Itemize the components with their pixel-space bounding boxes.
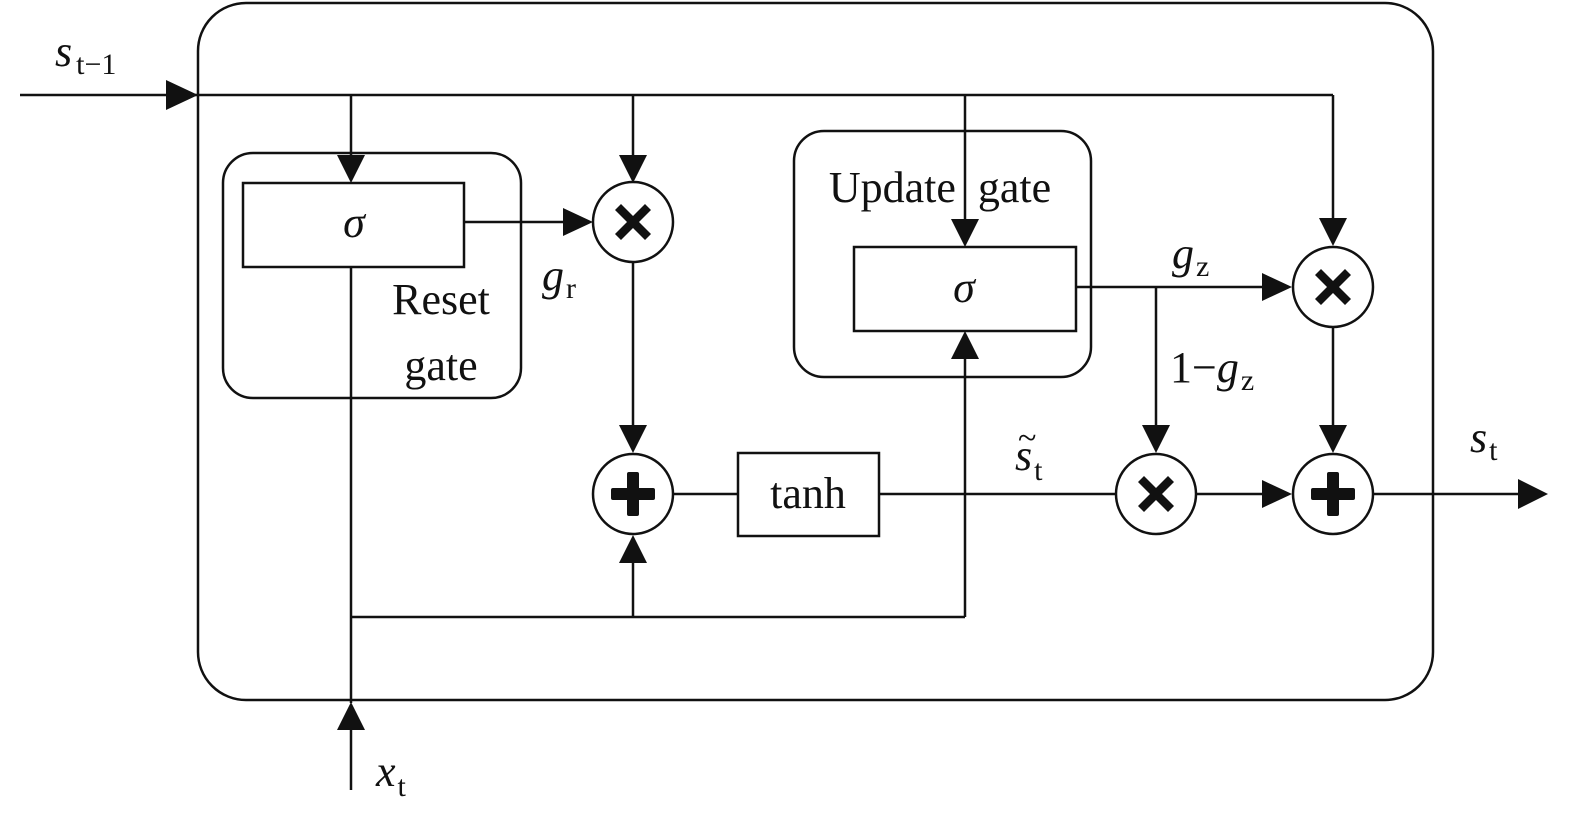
- arrow-complement: [1142, 425, 1170, 453]
- arrow-into-reset-sigma: [337, 155, 365, 183]
- reset-signal-label: gr: [542, 251, 576, 305]
- arrow-update-signal: [1262, 273, 1292, 301]
- arrow-into-reset-multiply: [619, 155, 647, 183]
- tanh-label: tanh: [770, 469, 846, 518]
- arrow-output: [1518, 479, 1548, 509]
- reset-multiply-node: [591, 180, 675, 264]
- output-label: st: [1470, 413, 1498, 467]
- candidate-tilde: ~: [1018, 420, 1036, 457]
- update-signal-label: gz: [1172, 229, 1209, 283]
- output-add-node: [1291, 452, 1375, 536]
- arrow-into-update-sigma: [951, 219, 979, 247]
- complement-label: 1−gz: [1170, 343, 1254, 397]
- arrow-reset-product: [619, 425, 647, 453]
- arrow-gated-candidate: [1262, 480, 1292, 508]
- arrow-reset-signal: [563, 208, 593, 236]
- candidate-add-node: [591, 452, 675, 536]
- update-gate-label: Update gate: [829, 163, 1051, 212]
- update-gate-sigma: σ: [953, 263, 977, 312]
- arrow-bottom-into-add: [619, 535, 647, 563]
- arrow-input: [337, 702, 365, 730]
- reset-gate-label-line2: gate: [404, 341, 477, 390]
- tanh-box: [736, 451, 881, 538]
- wires: [20, 93, 1520, 790]
- candidate-multiply-node: [1114, 452, 1198, 536]
- candidate-label: st: [1015, 431, 1043, 487]
- reset-gate-label-line1: Reset: [392, 275, 490, 324]
- input-label: xt: [375, 747, 407, 803]
- arrow-gated-state: [1319, 425, 1347, 453]
- update-multiply-node: [1291, 245, 1375, 329]
- arrowheads: [166, 80, 1548, 730]
- arrow-bottom-into-update-sigma: [951, 331, 979, 359]
- reset-gate-sigma-box: [241, 181, 466, 269]
- arrow-into-output-multiply: [1319, 218, 1347, 246]
- arrow-prev-state: [166, 80, 198, 110]
- reset-gate-sigma: σ: [343, 198, 367, 247]
